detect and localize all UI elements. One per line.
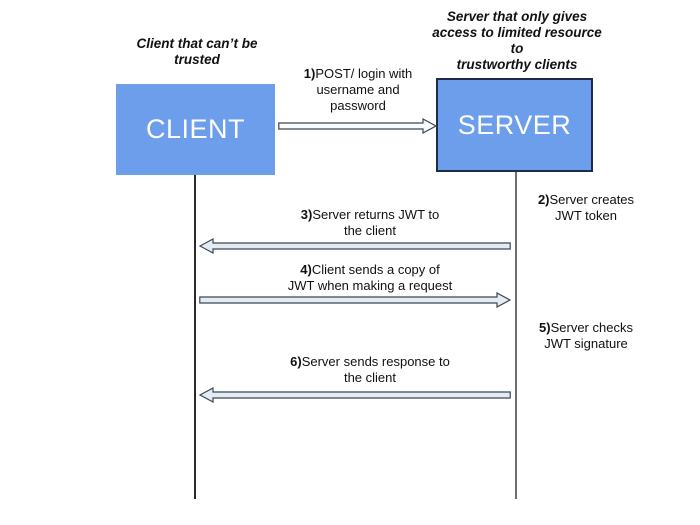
note-2-number: 2) [537, 192, 550, 207]
message-4-arrow [199, 292, 511, 308]
client-box-label: CLIENT [145, 114, 246, 144]
left-arrow-icon [199, 238, 511, 254]
message-3-number: 3) [300, 207, 313, 222]
message-1-arrow [278, 118, 437, 134]
left-arrow-icon [199, 387, 511, 403]
client-lifeline [194, 175, 196, 499]
right-arrow-icon [278, 118, 437, 134]
server-box: SERVER [436, 78, 593, 172]
right-arrow-icon [199, 292, 511, 308]
message-4-label: 4)Client sends a copy of JWT when making… [287, 262, 453, 293]
message-1-number: 1) [303, 66, 316, 81]
server-box-label: SERVER [457, 109, 572, 140]
note-5-label: 5)Server checks JWT signature [539, 320, 633, 351]
message-4-number: 4) [300, 262, 312, 277]
client-box: CLIENT [116, 84, 275, 175]
message-6-number: 6) [290, 354, 302, 369]
message-6-arrow [199, 387, 511, 403]
client-caption: Client that can’t be trusted [136, 36, 258, 67]
message-3-arrow [199, 238, 511, 254]
server-caption: Server that only gives access to limited… [432, 9, 602, 72]
server-lifeline [515, 172, 517, 499]
message-6-label: 6)Server sends response to the client [290, 354, 450, 385]
message-1-label: 1)POST/ login with username and password [303, 66, 413, 113]
note-2-label: 2)Server creates JWT token [537, 192, 635, 223]
message-3-label: 3)Server returns JWT to the client [300, 207, 440, 238]
note-5-number: 5) [539, 320, 551, 335]
